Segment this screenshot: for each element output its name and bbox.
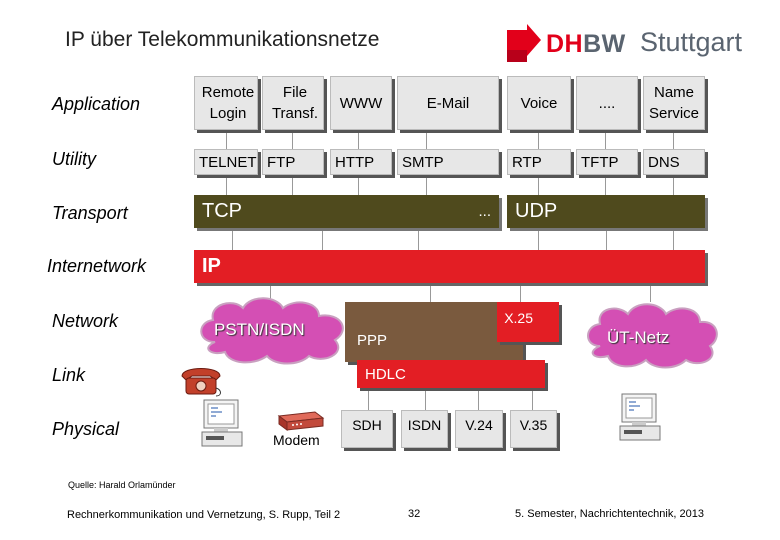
connector-line xyxy=(605,175,606,195)
phys-isdn-box: ISDN xyxy=(401,410,448,448)
connector-line xyxy=(538,228,539,250)
app-dots-box: .... xyxy=(576,76,638,130)
ip-label: IP xyxy=(202,255,221,277)
x25-label: X.25 xyxy=(504,310,533,326)
connector-line xyxy=(358,130,359,152)
pstn-isdn-label: PSTN/ISDN xyxy=(214,320,305,339)
connector-line xyxy=(520,282,521,302)
page-title: IP über Telekommunikationsnetze xyxy=(65,28,380,51)
util-ftp-box: FTP xyxy=(262,149,324,175)
ppp-box: PPP xyxy=(345,302,523,362)
layer-label-network: Network xyxy=(52,311,119,331)
internetwork-ip-bar: IP xyxy=(194,250,705,283)
udp-label: UDP xyxy=(515,200,558,222)
layer-label-transport: Transport xyxy=(52,203,128,223)
computer-icon xyxy=(201,399,243,447)
util-http-box: HTTP xyxy=(330,149,392,175)
isdn-label: ISDN xyxy=(407,417,442,433)
app-name-service-box: Name Service xyxy=(643,76,705,130)
footer-page-number: 32 xyxy=(408,508,421,520)
connector-line xyxy=(532,388,533,410)
layer-label-internetwork: Internetwork xyxy=(47,256,147,276)
connector-line xyxy=(538,130,539,152)
connector-line xyxy=(673,175,674,195)
sdh-label: SDH xyxy=(352,417,382,433)
connector-line xyxy=(650,282,651,302)
x25-box: X.25 xyxy=(497,302,559,342)
ut-netz-cloud-icon xyxy=(587,303,718,369)
connector-line xyxy=(605,130,606,152)
connector-line xyxy=(673,130,674,152)
util-telnet-box: TELNET xyxy=(194,149,258,175)
connector-line xyxy=(292,130,293,152)
transport-dots-label: ... xyxy=(478,203,491,220)
connector-line xyxy=(430,282,431,302)
connector-line xyxy=(232,228,233,250)
connector-line xyxy=(426,175,427,195)
footer-semester: 5. Semester, Nachrichtentechnik, 2013 xyxy=(515,508,704,520)
connector-line xyxy=(358,175,359,195)
layer-label-utility: Utility xyxy=(52,149,96,169)
logo-city-text: Stuttgart xyxy=(640,27,743,57)
connector-line xyxy=(322,228,323,250)
layer-label-link: Link xyxy=(52,365,86,385)
connector-line xyxy=(673,228,674,250)
source-note: Quelle: Harald Orlamünder xyxy=(68,480,176,490)
link-hdlc-bar: HDLC xyxy=(357,360,545,388)
pstn-isdn-cloud-icon xyxy=(200,297,344,365)
phys-sdh-box: SDH xyxy=(341,410,393,448)
connector-line xyxy=(418,228,419,250)
transport-tcp-bar: TCP ... xyxy=(194,195,499,228)
connector-line xyxy=(478,388,479,410)
modem-label: Modem xyxy=(273,432,320,448)
hdlc-label: HDLC xyxy=(365,365,406,383)
app-www-box: WWW xyxy=(330,76,392,130)
phys-v24-box: V.24 xyxy=(455,410,503,448)
modem-icon xyxy=(277,411,325,431)
connector-line xyxy=(426,130,427,152)
dhbw-logo-icon xyxy=(507,24,541,62)
layer-label-physical: Physical xyxy=(52,419,120,439)
v24-label: V.24 xyxy=(465,417,493,433)
app-voice-box: Voice xyxy=(507,76,571,130)
connector-line xyxy=(368,388,369,410)
util-dns-box: DNS xyxy=(643,149,705,175)
telephone-icon xyxy=(181,368,221,397)
connector-line xyxy=(226,130,227,152)
app-file-transfer-box: File Transf. xyxy=(262,76,324,130)
tcp-label: TCP xyxy=(202,200,242,222)
footer-course: Rechnerkommunikation und Vernetzung, S. … xyxy=(67,509,341,521)
logo-dhbw-text: DHBW xyxy=(546,30,626,58)
app-remote-login-box: Remote Login xyxy=(194,76,258,130)
connector-line xyxy=(292,175,293,195)
phys-v35-box: V.35 xyxy=(510,410,557,448)
computer-icon xyxy=(619,393,661,441)
v35-label: V.35 xyxy=(519,417,548,433)
connector-line xyxy=(270,282,271,300)
ut-netz-label: ÜT-Netz xyxy=(607,328,670,347)
connector-line xyxy=(425,388,426,410)
connector-line xyxy=(538,175,539,195)
connector-line xyxy=(606,228,607,250)
app-email-box: E-Mail xyxy=(397,76,499,130)
util-smtp-box: SMTP xyxy=(397,149,499,175)
connector-line xyxy=(226,175,227,195)
transport-udp-bar: UDP xyxy=(507,195,705,228)
util-rtp-box: RTP xyxy=(507,149,571,175)
ppp-label: PPP xyxy=(357,332,388,349)
util-tftp-box: TFTP xyxy=(576,149,638,175)
layer-label-application: Application xyxy=(52,94,141,114)
